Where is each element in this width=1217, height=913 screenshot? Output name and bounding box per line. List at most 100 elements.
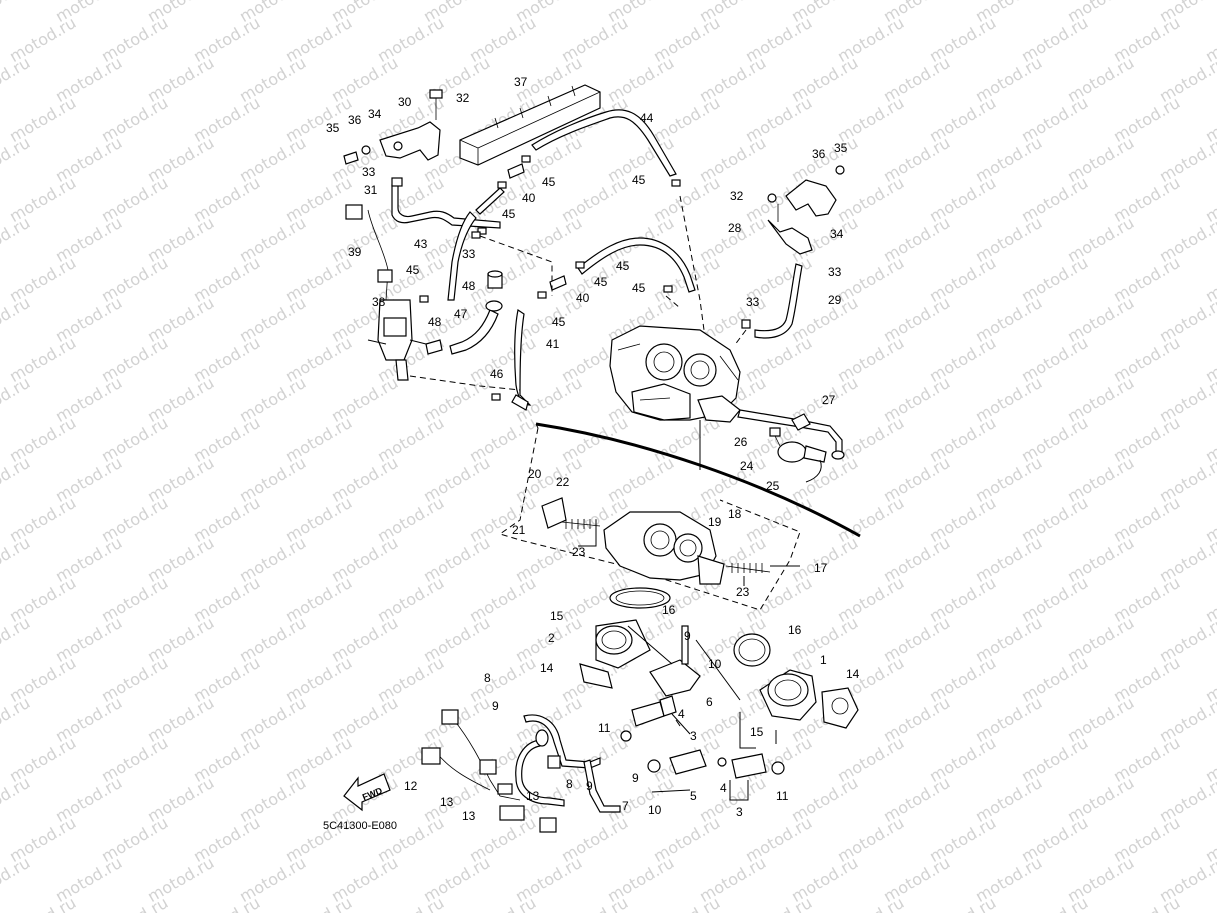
callout-5: 5 (690, 789, 697, 803)
injector-right (647, 749, 785, 793)
callout-45: 45 (502, 207, 516, 221)
callout-21: 21 (512, 523, 526, 537)
callout-7: 7 (622, 799, 629, 813)
callout-33: 33 (362, 165, 376, 179)
callout-45: 45 (542, 175, 556, 189)
callout-44: 45 (616, 259, 630, 273)
callout-32: 32 (730, 189, 744, 203)
callout-4: 4 (720, 781, 727, 795)
callout-35: 35 (834, 141, 848, 155)
callout-36: 36 (348, 113, 362, 127)
callout-34: 34 (368, 107, 382, 121)
callout-16: 16 (788, 623, 802, 637)
callout-9: 9 (586, 779, 593, 793)
callout-18: 18 (728, 507, 742, 521)
callout-48: 48 (462, 279, 476, 293)
callout-41: 41 (546, 337, 560, 351)
callout-25: 25 (766, 479, 780, 493)
callout-36: 36 (812, 147, 826, 161)
callout-13: 13 (440, 795, 454, 809)
callout-39: 39 (348, 245, 362, 259)
callout-33: 33 (462, 247, 476, 261)
fuel-rail-37 (459, 84, 601, 166)
callout-17: 17 (814, 561, 828, 575)
callout-1: 1 (820, 653, 827, 667)
callout-19: 19 (708, 515, 722, 529)
callout-45: 45 (632, 173, 646, 187)
callout-37: 37 (514, 75, 528, 89)
sensor-24 (769, 427, 827, 483)
callout-38: 38 (372, 295, 386, 309)
callout-45: 45 (632, 281, 646, 295)
callout-13: 13 (526, 789, 540, 803)
callout-29: 29 (828, 293, 842, 307)
callout-11: 11 (598, 721, 611, 735)
hose-46 (449, 300, 503, 355)
callout-28: 28 (728, 221, 742, 235)
injector-left (620, 625, 701, 742)
fwd-label: FWD (361, 785, 384, 802)
throttle-body-lower (541, 497, 725, 585)
callout-34: 34 (830, 227, 844, 241)
callout-42: 43 (414, 237, 428, 251)
callout-3: 3 (736, 805, 743, 819)
callout-10: 10 (648, 803, 662, 817)
bracket-right (767, 165, 845, 255)
clamp-16 (609, 587, 771, 667)
callout-23: 23 (572, 545, 586, 559)
bracket-30-left (343, 89, 443, 187)
callout-35: 35 (326, 121, 340, 135)
callout-43: 44 (640, 111, 654, 125)
callout-22: 22 (556, 475, 570, 489)
hose-27 (737, 409, 845, 460)
callout-6: 6 (706, 695, 713, 709)
fwd-arrow (343, 773, 391, 812)
callout-9: 9 (684, 629, 691, 643)
callout-12: 12 (404, 779, 418, 793)
callout-16: 16 (662, 603, 676, 617)
callout-23: 23 (736, 585, 750, 599)
solenoid-38 (345, 204, 431, 381)
hose-44 (577, 237, 696, 293)
callout-40: 40 (522, 191, 536, 205)
callout-15: 15 (750, 725, 764, 739)
callout-20: 20 (528, 467, 542, 481)
callout-11: 11 (776, 789, 789, 803)
callout-33: 33 (828, 265, 842, 279)
joint-2 (579, 619, 651, 689)
fuel-pipe-7 (515, 714, 621, 813)
callout-45: 45 (406, 263, 420, 277)
hose-43 (531, 109, 677, 177)
callout-8: 8 (484, 671, 491, 685)
callout-46: 47 (454, 307, 468, 321)
throttle-body-upper (609, 325, 741, 423)
hose-41 (511, 309, 532, 411)
callout-4: 4 (678, 707, 685, 721)
callout-31: 31 (364, 183, 378, 197)
callout-8: 8 (566, 777, 573, 791)
callout-3: 3 (690, 729, 697, 743)
hose-42 (391, 184, 505, 301)
diagram-code: 5C41300-E080 (323, 820, 398, 832)
callout-47: 48 (428, 315, 442, 329)
section-arc (535, 422, 861, 538)
callout-24: 24 (740, 459, 754, 473)
leader-lines (409, 195, 800, 801)
callout-30: 30 (398, 95, 412, 109)
callout-27: 27 (822, 393, 836, 407)
callout-26: 26 (734, 435, 748, 449)
callout-33: 33 (746, 295, 760, 309)
spring-23 (561, 519, 771, 573)
callout-14: 14 (540, 661, 554, 675)
callout-45: 46 (490, 367, 504, 381)
hose-29 (754, 263, 803, 339)
callout-40: 40 (576, 291, 590, 305)
harness-12 (421, 709, 557, 833)
callout-9: 9 (632, 771, 639, 785)
callout-32: 32 (456, 91, 470, 105)
callout-14: 14 (846, 667, 860, 681)
small-parts (419, 155, 751, 401)
callout-10: 10 (708, 657, 722, 671)
callout-15: 15 (550, 609, 564, 623)
